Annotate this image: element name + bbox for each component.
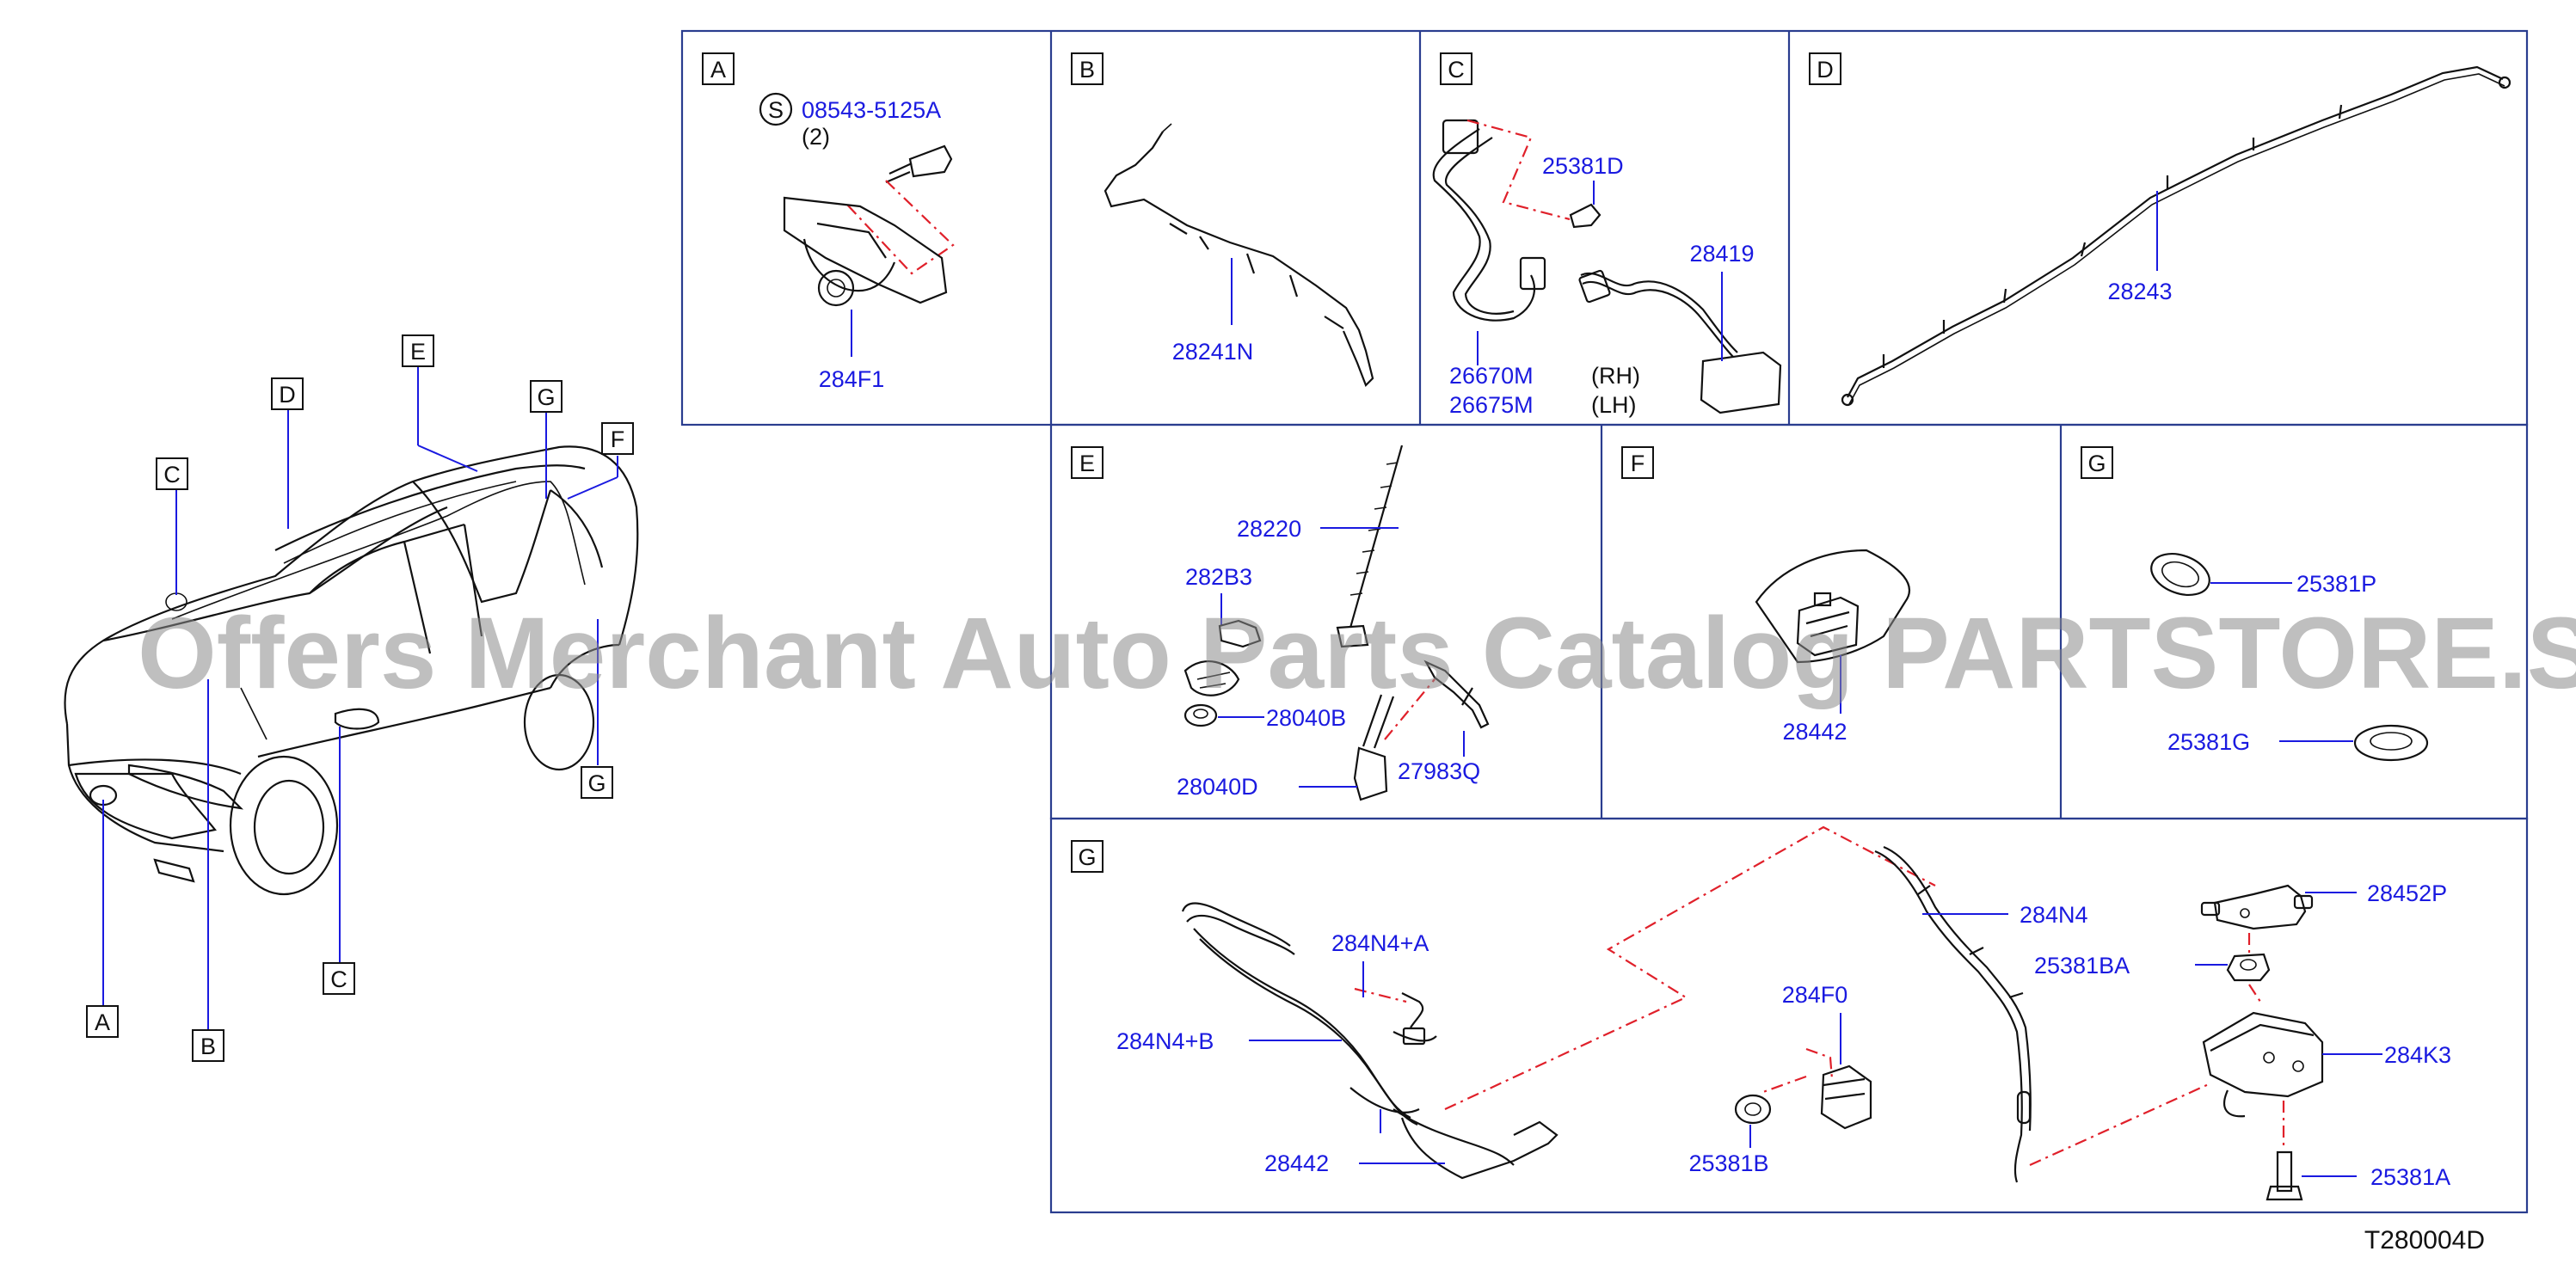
- part-282B3: 282B3: [1185, 564, 1252, 590]
- part-284K3: 284K3: [2384, 1042, 2451, 1068]
- watermark: Offers Merchant Auto Parts Catalog PARTS…: [138, 597, 2576, 710]
- panel-g1-letter: G: [2087, 451, 2106, 476]
- callout-box-a: [86, 1005, 119, 1038]
- part-26670M: 26670M: [1449, 363, 1534, 389]
- callout-c-top: C: [163, 462, 181, 488]
- callout-c-bottom: C: [330, 966, 347, 992]
- part-25381BA: 25381BA: [2034, 953, 2130, 978]
- callout-box-g-top: [530, 380, 563, 413]
- part-284F1: 284F1: [819, 366, 885, 392]
- part-25381G: 25381G: [2167, 729, 2250, 755]
- panel-f: F 28442: [1621, 446, 1911, 745]
- callout-box-c-bottom: [323, 962, 355, 995]
- label-rh: (RH): [1591, 363, 1640, 389]
- part-25381B: 25381B: [1688, 1150, 1768, 1176]
- part-28442-g: 28442: [1264, 1150, 1329, 1176]
- diagram-code: T280004D: [2364, 1226, 2485, 1255]
- callout-f: F: [611, 426, 625, 452]
- part-28243: 28243: [2107, 279, 2172, 304]
- panel-d-letter: D: [1817, 57, 1834, 83]
- callout-g-top: G: [537, 384, 555, 410]
- part-28040D: 28040D: [1177, 774, 1258, 800]
- callout-box-b: [192, 1029, 224, 1062]
- callout-box-g-bottom: [581, 766, 613, 799]
- panel-a-letter: A: [710, 57, 726, 83]
- panel-c-letter: C: [1448, 57, 1465, 83]
- label-lh: (LH): [1591, 392, 1637, 418]
- part-08543-5125A: 08543-5125A: [802, 97, 941, 123]
- callout-box-d: [271, 377, 304, 410]
- callout-box-c-top: [156, 457, 188, 490]
- part-25381D: 25381D: [1542, 153, 1624, 179]
- panel-c: C 25381D 28419 26670M (RH) 26675M (LH): [1432, 52, 1782, 418]
- panel-b: B 28241N: [1071, 52, 1374, 387]
- callout-a: A: [95, 1009, 110, 1035]
- panel-frames: [680, 29, 2529, 1214]
- part-28241N: 28241N: [1172, 339, 1254, 365]
- panel-e-letter: E: [1079, 451, 1095, 476]
- callout-box-f: [601, 422, 634, 455]
- part-284N4-A: 284N4+A: [1331, 930, 1429, 956]
- panel-g1: G 25381P 25381G: [2081, 446, 2429, 762]
- panel-g2-letter: G: [1078, 844, 1096, 870]
- part-28452P: 28452P: [2367, 880, 2447, 906]
- part-28220: 28220: [1237, 516, 1301, 542]
- panel-f-letter: F: [1631, 451, 1645, 476]
- part-28040B: 28040B: [1266, 705, 1346, 731]
- callout-b: B: [200, 1034, 216, 1059]
- part-qty: (2): [802, 124, 830, 150]
- part-284F0: 284F0: [1782, 982, 1848, 1008]
- callout-d: D: [279, 382, 296, 408]
- panel-g2: G 284N4+A 284N4+B 28442 284N4: [1071, 825, 2451, 1201]
- panel-a: A S 08543-5125A (2) 284F1: [702, 52, 955, 392]
- callout-box-e: [402, 334, 434, 367]
- panel-e: E 28220 282B3 28040B 28040D 27983Q: [1071, 445, 1490, 801]
- part-26675M: 26675M: [1449, 392, 1534, 418]
- part-28419: 28419: [1689, 241, 1754, 267]
- vehicle-callouts: C D E G F C A B G: [86, 334, 634, 1062]
- part-25381A: 25381A: [2370, 1164, 2450, 1190]
- callout-e: E: [410, 339, 426, 365]
- panel-b-letter: B: [1079, 57, 1095, 83]
- vehicle-overview: [64, 445, 639, 896]
- part-284N4-B: 284N4+B: [1116, 1028, 1214, 1054]
- service-symbol: S: [768, 97, 784, 123]
- part-25381P: 25381P: [2296, 571, 2376, 597]
- panel-d: D 28243: [1809, 52, 2511, 407]
- part-28442-f: 28442: [1782, 719, 1847, 745]
- callout-g-bottom: G: [587, 770, 606, 796]
- part-284N4: 284N4: [2020, 902, 2088, 928]
- part-27983Q: 27983Q: [1398, 758, 1480, 784]
